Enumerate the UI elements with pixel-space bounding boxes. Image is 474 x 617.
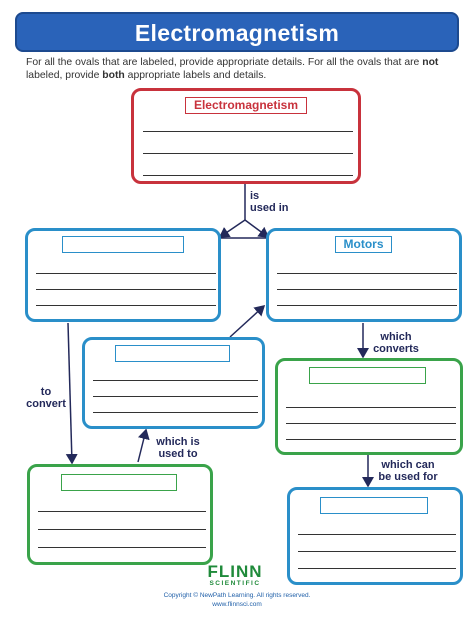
- arrow-to-left-box: [218, 219, 246, 238]
- copyright: Copyright © NewPath Learning. All rights…: [140, 591, 334, 609]
- instructions: For all the ovals that are labeled, prov…: [26, 56, 456, 82]
- connector-label-which-is-used-to: which is used to: [156, 436, 200, 460]
- answer-line[interactable]: [93, 380, 258, 381]
- answer-line[interactable]: [286, 423, 456, 424]
- instructions-text-1: For all the ovals that are labeled, prov…: [26, 57, 423, 68]
- answer-line[interactable]: [286, 439, 456, 440]
- answer-line[interactable]: [38, 547, 206, 548]
- label-input-right-green[interactable]: [309, 367, 426, 384]
- answer-line[interactable]: [38, 511, 206, 512]
- box-right-green: [275, 358, 463, 455]
- answer-line[interactable]: [36, 305, 216, 306]
- answer-line[interactable]: [143, 131, 353, 132]
- box-bottom-right-blue: [287, 487, 463, 585]
- answer-line[interactable]: [93, 396, 258, 397]
- instructions-text-2: labeled, provide: [26, 70, 103, 81]
- answer-line[interactable]: [36, 289, 216, 290]
- answer-line[interactable]: [36, 273, 216, 274]
- label-input-bottom-left-green[interactable]: [61, 474, 177, 491]
- box-bottom-left-green: [27, 464, 213, 565]
- logo-name: FLINN: [207, 562, 263, 581]
- box-motors: Motors: [266, 228, 462, 322]
- label-input-bottom-right-blue[interactable]: [320, 497, 428, 514]
- logo-subtitle: SCIENTIFIC: [209, 580, 261, 587]
- arrow-mid-to-motors: [229, 304, 266, 338]
- instructions-both: both: [102, 70, 125, 81]
- connector-label-which-can-be-used-for: which can be used for: [378, 459, 438, 483]
- answer-line[interactable]: [38, 529, 206, 530]
- answer-line[interactable]: [277, 305, 457, 306]
- instructions-not: not: [422, 57, 439, 68]
- answer-line[interactable]: [93, 412, 258, 413]
- arrow-left-to-bottom: [65, 322, 78, 465]
- label-input-left-blue[interactable]: [62, 236, 184, 253]
- answer-line[interactable]: [143, 175, 353, 176]
- answer-line[interactable]: [298, 534, 456, 535]
- website-link[interactable]: www.flinnsci.com: [212, 601, 262, 608]
- instructions-text-3: appropriate labels and details.: [124, 70, 267, 81]
- answer-line[interactable]: [298, 568, 456, 569]
- box-middle-blue: [82, 337, 265, 429]
- answer-line[interactable]: [286, 407, 456, 408]
- answer-line[interactable]: [298, 551, 456, 552]
- page-title: Electromagnetism: [134, 20, 340, 46]
- answer-line[interactable]: [277, 289, 457, 290]
- connector-label-which-converts: which converts: [373, 331, 419, 355]
- connector-label-is-used-in: is used in: [250, 190, 289, 214]
- label-electromagnetism: Electromagnetism: [193, 98, 299, 112]
- label-box-motors: Motors: [335, 236, 392, 253]
- title-bar: Electromagnetism: [15, 12, 459, 52]
- box-left-blue: [25, 228, 221, 322]
- connector-label-to-convert: to convert: [26, 386, 66, 410]
- answer-line[interactable]: [277, 273, 457, 274]
- box-electromagnetism: Electromagnetism: [131, 88, 361, 184]
- label-box-electromagnetism: Electromagnetism: [185, 97, 307, 114]
- label-motors: Motors: [343, 237, 384, 251]
- arrow-to-motors-box: [244, 219, 270, 238]
- answer-line[interactable]: [143, 153, 353, 154]
- label-input-middle-blue[interactable]: [115, 345, 230, 362]
- copyright-text: Copyright © NewPath Learning. All rights…: [163, 592, 311, 599]
- arrow-bottom-to-mid: [137, 428, 150, 463]
- flinn-logo: FLINN SCIENTIFIC: [200, 563, 270, 587]
